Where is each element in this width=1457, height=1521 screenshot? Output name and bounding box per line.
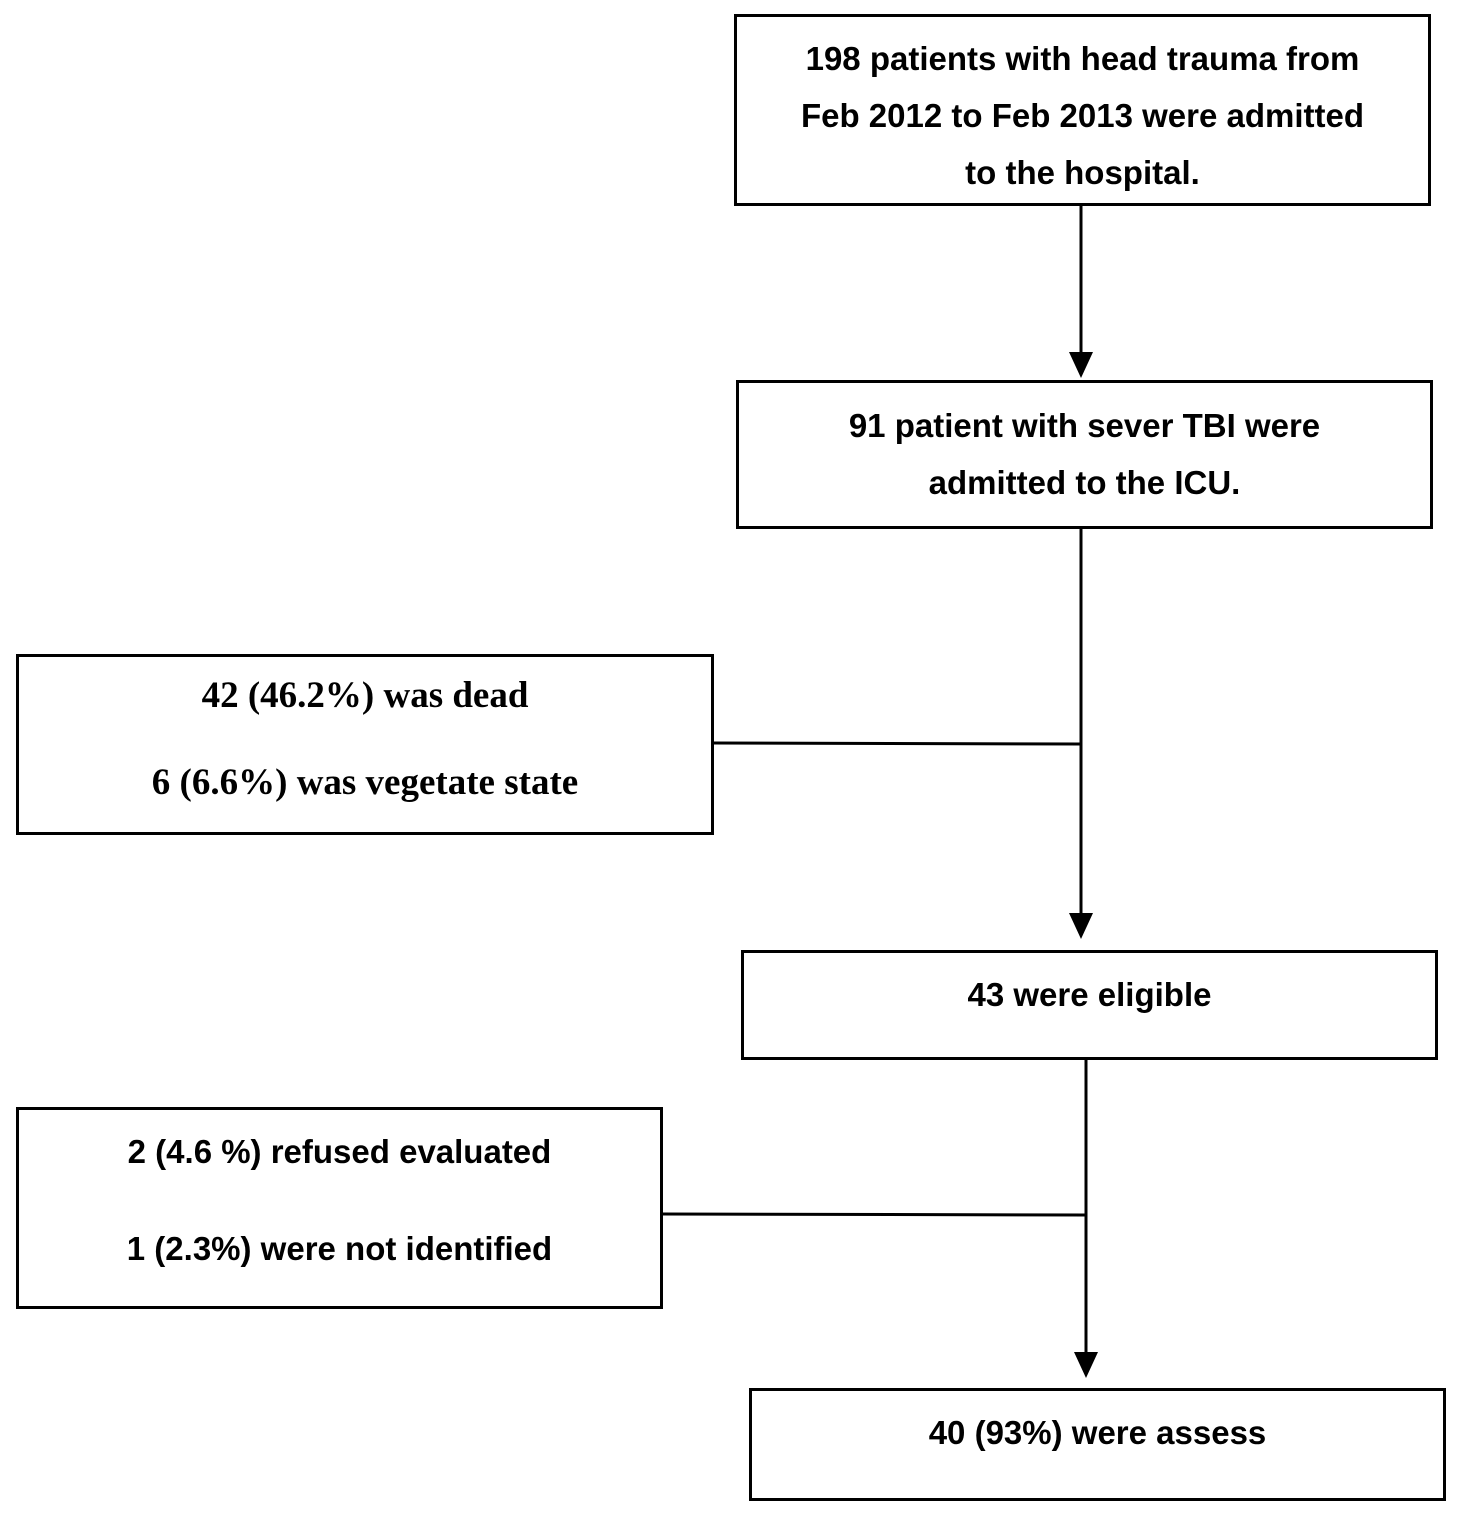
box-assessed: 40 (93%) were assess [749,1388,1446,1501]
box-excluded-second: 2 (4.6 %) refused evaluated 1 (2.3%) wer… [16,1107,663,1309]
box-admitted-icu-line-2: admitted to the ICU. [928,464,1241,501]
box-excluded-second-line-1: 2 (4.6 %) refused evaluated [127,1133,552,1170]
arrowhead-to-assessed [1074,1352,1098,1378]
box-excluded-first: 42 (46.2%) was dead 6 (6.6%) was vegetat… [16,654,714,835]
connector-branch-excluded-second [660,1212,1087,1217]
box-excluded-first-line-2: 6 (6.6%) was vegetate state [151,762,579,803]
box-eligible-line-1: 43 were eligible [967,976,1212,1013]
box-eligible: 43 were eligible [741,950,1438,1060]
connector-branch-excluded-first [712,741,1082,746]
box-excluded-first-line-1: 42 (46.2%) was dead [201,675,529,716]
box-excluded-second-line-2: 1 (2.3%) were not identified [126,1230,553,1267]
box-admitted-hospital-line-1: 198 patients with head trauma from [805,40,1360,77]
arrowhead-to-icu [1069,352,1093,378]
box-admitted-hospital-line-2: Feb 2012 to Feb 2013 were admitted [800,97,1365,134]
arrowhead-to-eligible [1069,913,1093,939]
box-admitted-icu: 91 patient with sever TBI were admitted … [736,380,1433,529]
box-admitted-hospital-line-3: to the hospital. [965,154,1200,191]
box-admitted-icu-line-1: 91 patient with sever TBI were [848,407,1321,444]
box-admitted-hospital: 198 patients with head trauma from Feb 2… [734,14,1431,206]
box-assessed-line-1: 40 (93%) were assess [928,1414,1267,1451]
